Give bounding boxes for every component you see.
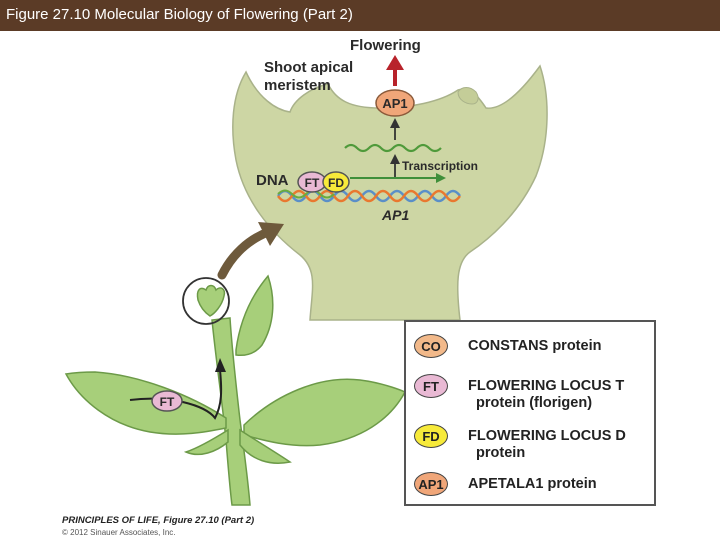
zoom-arrow-head: [258, 222, 284, 246]
shoot-label-line1: Shoot apical: [264, 59, 353, 76]
legend-badge-fd: FD: [414, 424, 448, 448]
dna-strand-blue: [277, 189, 461, 203]
zoom-arrow: [217, 227, 273, 280]
legend-badge-co: CO: [414, 334, 448, 358]
legend-row-ap1: AP1 APETALA1 protein: [414, 472, 597, 496]
dna-strand-orange: [277, 189, 461, 203]
transcription-label: Transcription: [402, 159, 478, 173]
footer-copyright: © 2012 Sinauer Associates, Inc.: [62, 528, 176, 537]
shoot-tip-circle: [182, 277, 230, 325]
shoot-tip-bud: [196, 284, 226, 317]
ft-transport-arrow-head: [215, 358, 226, 372]
legend-text-fd: FLOWERING LOCUS D protein: [468, 428, 626, 461]
leaf-left: [64, 371, 227, 435]
leaf-lower-left: [183, 428, 229, 456]
ap1-protein-ellipse: [375, 89, 415, 117]
legend-row-fd: FD FLOWERING LOCUS D protein: [414, 424, 626, 462]
fd-protein-ellipse: [322, 171, 350, 193]
legend-row-co: CO CONSTANS protein: [414, 334, 601, 358]
legend-badge-ap1: AP1: [414, 472, 448, 496]
leaf-lower-right: [239, 428, 292, 464]
footer-credit: PRINCIPLES OF LIFE, Figure 27.10 (Part 2…: [62, 515, 255, 526]
dna-strand-green: [277, 189, 335, 199]
shoot-label-line2: meristem: [264, 77, 331, 94]
leaf-ft-ellipse: [151, 390, 183, 412]
flowering-label: Flowering: [350, 37, 421, 54]
meristem-bud: [457, 87, 479, 105]
transcription-direction-head: [436, 173, 446, 183]
leaf-upper-right: [235, 274, 274, 357]
leaf-right: [243, 378, 407, 447]
translation-arrow-head: [390, 118, 400, 128]
legend-text-ft: FLOWERING LOCUS T protein (florigen): [468, 378, 625, 411]
mrna-wave: [344, 143, 442, 153]
flowering-arrow-head: [386, 55, 404, 70]
legend-text-ap1: APETALA1 protein: [468, 476, 597, 492]
legend-text-co: CONSTANS protein: [468, 338, 602, 354]
ft-protein-label: FT: [305, 176, 320, 190]
legend-row-ft: FT FLOWERING LOCUS T protein (florigen): [414, 374, 624, 412]
transcription-arrow-head: [390, 154, 400, 164]
ap1-gene-label: AP1: [381, 207, 409, 223]
fd-protein-label: FD: [328, 176, 344, 190]
dna-label: DNA: [256, 172, 289, 189]
ap1-protein-label: AP1: [382, 96, 407, 111]
figure-title: Figure 27.10 Molecular Biology of Flower…: [6, 6, 353, 23]
legend-box: CO CONSTANS protein FT FLOWERING LOCUS T…: [404, 320, 656, 506]
legend-badge-ft: FT: [414, 374, 448, 398]
leaf-ft-label: FT: [160, 395, 175, 409]
figure-header: Figure 27.10 Molecular Biology of Flower…: [0, 0, 720, 31]
